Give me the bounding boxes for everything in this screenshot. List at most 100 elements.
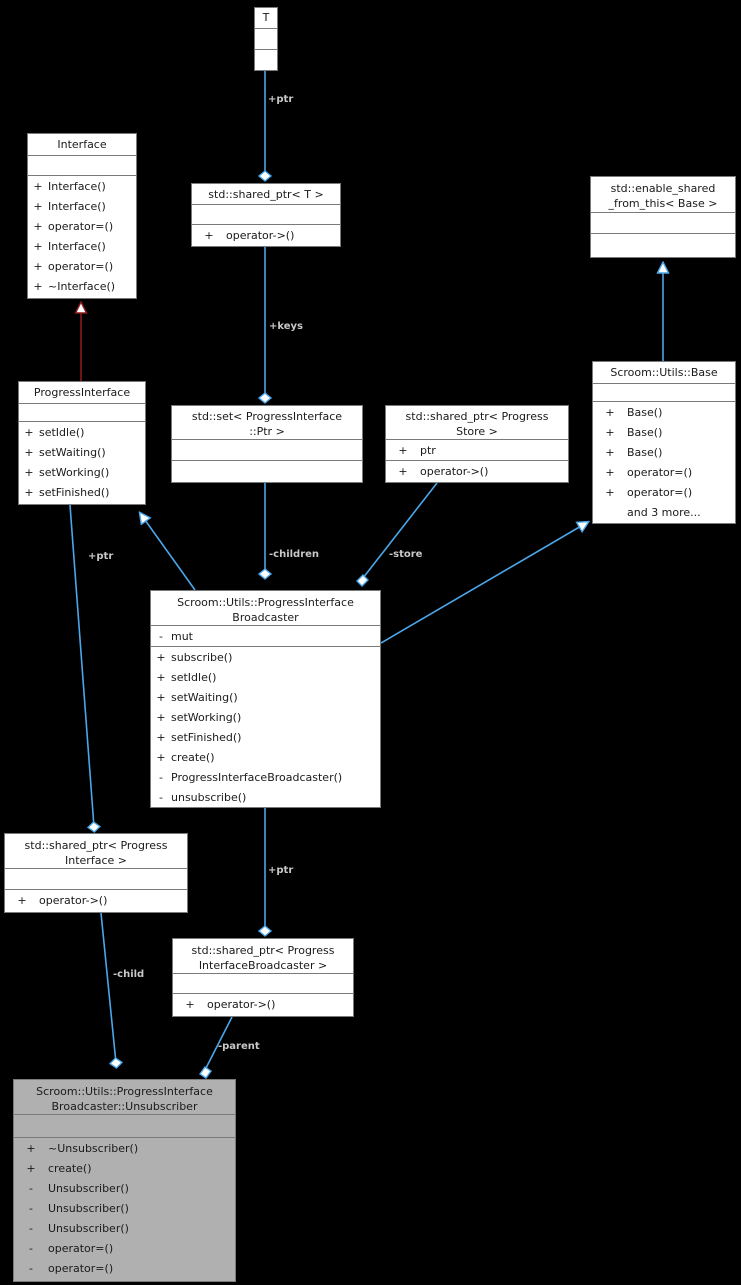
member-row: - Unsubscriber() <box>14 1218 235 1238</box>
member-row: + ~Interface() <box>28 276 136 296</box>
class-ops-progress-interface: + setIdle() + setWaiting() + setWorking(… <box>19 422 145 502</box>
class-title-set-progress-interface-ptr: std::set< ProgressInterface ::Ptr > <box>172 406 362 440</box>
visibility-marker: + <box>26 1161 36 1175</box>
member-row: - unsubscribe() <box>151 787 380 807</box>
member-row: + Base() <box>593 442 735 462</box>
class-node-set-progress-interface-ptr[interactable]: std::set< ProgressInterface ::Ptr > <box>171 405 363 483</box>
member-name: Unsubscriber() <box>48 1201 129 1215</box>
visibility-marker: + <box>605 405 615 419</box>
member-row: + create() <box>14 1158 235 1178</box>
class-ops-shared-ptr-t: + operator->() <box>192 225 340 245</box>
member-name: setWorking() <box>39 465 110 479</box>
member-row: + ptr <box>386 440 568 460</box>
member-name: mut <box>171 629 193 643</box>
member-name: operator=() <box>48 1261 114 1275</box>
member-row: + setWorking() <box>19 462 145 482</box>
visibility-marker: + <box>605 425 615 439</box>
class-attrs-shared-ptr-progress-store: + ptr <box>386 440 568 461</box>
member-row: + operator->() <box>5 890 187 910</box>
visibility-marker: + <box>156 690 166 704</box>
class-node-interface[interactable]: Interface + Interface() + Interface() + … <box>27 133 137 299</box>
member-name: setWaiting() <box>171 690 238 704</box>
member-row: + setFinished() <box>151 727 380 747</box>
visibility-marker: - <box>29 1221 33 1235</box>
visibility-marker: + <box>204 228 214 242</box>
parent-diamond <box>199 1066 212 1079</box>
member-name: subscribe() <box>171 650 233 664</box>
member-name: ~Interface() <box>48 279 116 293</box>
visibility-marker: + <box>398 443 408 457</box>
edge-progressinterface-to-broadcaster <box>140 513 196 591</box>
member-row: - Unsubscriber() <box>14 1178 235 1198</box>
member-name: create() <box>48 1161 92 1175</box>
class-title-interface: Interface <box>28 134 136 156</box>
edge-label-ptr-t: +ptr <box>268 94 294 105</box>
visibility-marker: + <box>26 1141 36 1155</box>
member-name: operator=() <box>627 485 693 499</box>
class-ops-spi: + operator->() <box>5 890 187 910</box>
visibility-marker: + <box>33 179 43 193</box>
class-node-unsubscriber[interactable]: Scroom::Utils::ProgressInterface Broadca… <box>13 1079 236 1282</box>
member-row: + Interface() <box>28 196 136 216</box>
class-node-progress-interface[interactable]: ProgressInterface + setIdle() + setWaiti… <box>18 381 146 505</box>
edge-label-ptr-progress-interface: +ptr <box>88 551 114 562</box>
visibility-marker: + <box>24 425 34 439</box>
class-node-shared-ptr-progress-store[interactable]: std::shared_ptr< Progress Store > + ptr … <box>385 405 569 483</box>
member-name: operator=() <box>48 259 114 273</box>
class-ops-interface: + Interface() + Interface() + operator=(… <box>28 176 136 296</box>
edge-label-keys: +keys <box>269 321 304 332</box>
class-node-broadcaster[interactable]: Scroom::Utils::ProgressInterface Broadca… <box>150 590 381 808</box>
store-diamond <box>356 574 369 587</box>
visibility-marker: + <box>33 219 43 233</box>
class-title-enable-shared-from-this: std::enable_shared _from_this< Base > <box>591 177 735 213</box>
edge-child-to-unsubscriber <box>100 912 116 1063</box>
member-row: + operator->() <box>386 461 568 481</box>
class-attrs-spi <box>5 869 187 890</box>
class-attrs-set <box>172 440 362 461</box>
visibility-marker: + <box>24 445 34 459</box>
member-name: Base() <box>627 425 663 439</box>
class-title-progress-interface: ProgressInterface <box>19 382 145 404</box>
edge-label-children: -children <box>269 549 320 560</box>
member-name: Base() <box>627 445 663 459</box>
class-attrs-spb <box>173 974 353 994</box>
member-name: Unsubscriber() <box>48 1221 129 1235</box>
edge-store-to-broadcaster <box>362 482 438 579</box>
member-name: and 3 more... <box>627 505 701 519</box>
visibility-marker: - <box>29 1261 33 1275</box>
member-row: + Base() <box>593 422 735 442</box>
class-node-enable-shared-from-this[interactable]: std::enable_shared _from_this< Base > <box>590 176 736 258</box>
class-attrs-interface <box>28 156 136 176</box>
visibility-marker: - <box>159 790 163 804</box>
class-title-t: T <box>255 8 277 29</box>
visibility-marker: + <box>605 485 615 499</box>
visibility-marker: + <box>156 750 166 764</box>
member-row: + setIdle() <box>151 667 380 687</box>
class-attrs-broadcaster: - mut <box>151 626 380 647</box>
member-row: + setWorking() <box>151 707 380 727</box>
member-row: - Unsubscriber() <box>14 1198 235 1218</box>
visibility-marker: + <box>605 465 615 479</box>
edge-broadcaster-to-base <box>380 522 588 644</box>
member-row: - ProgressInterfaceBroadcaster() <box>151 767 380 787</box>
member-name: operator->() <box>420 464 489 478</box>
member-name: setFinished() <box>39 485 110 499</box>
class-attrs-unsubscriber <box>14 1115 235 1138</box>
class-node-t[interactable]: T <box>254 7 278 71</box>
class-attrs-shared-ptr-t <box>192 205 340 225</box>
class-node-shared-ptr-broadcaster[interactable]: std::shared_ptr< Progress InterfaceBroad… <box>172 938 354 1017</box>
visibility-marker: - <box>159 629 163 643</box>
member-name: operator=() <box>48 1241 114 1255</box>
class-node-shared-ptr-progress-interface[interactable]: std::shared_ptr< Progress Interface > + … <box>4 833 188 913</box>
class-node-scroom-utils-base[interactable]: Scroom::Utils::Base + Base() + Base() + … <box>592 361 736 524</box>
member-name: Interface() <box>48 199 106 213</box>
member-row: + setIdle() <box>19 422 145 442</box>
edge-label-ptr-broadcaster: +ptr <box>268 865 294 876</box>
visibility-marker: + <box>605 445 615 459</box>
class-node-shared-ptr-t[interactable]: std::shared_ptr< T > + operator->() <box>191 183 341 247</box>
class-title-broadcaster: Scroom::Utils::ProgressInterface Broadca… <box>151 591 380 626</box>
member-row: + Interface() <box>28 176 136 196</box>
member-row: + operator=() <box>593 462 735 482</box>
